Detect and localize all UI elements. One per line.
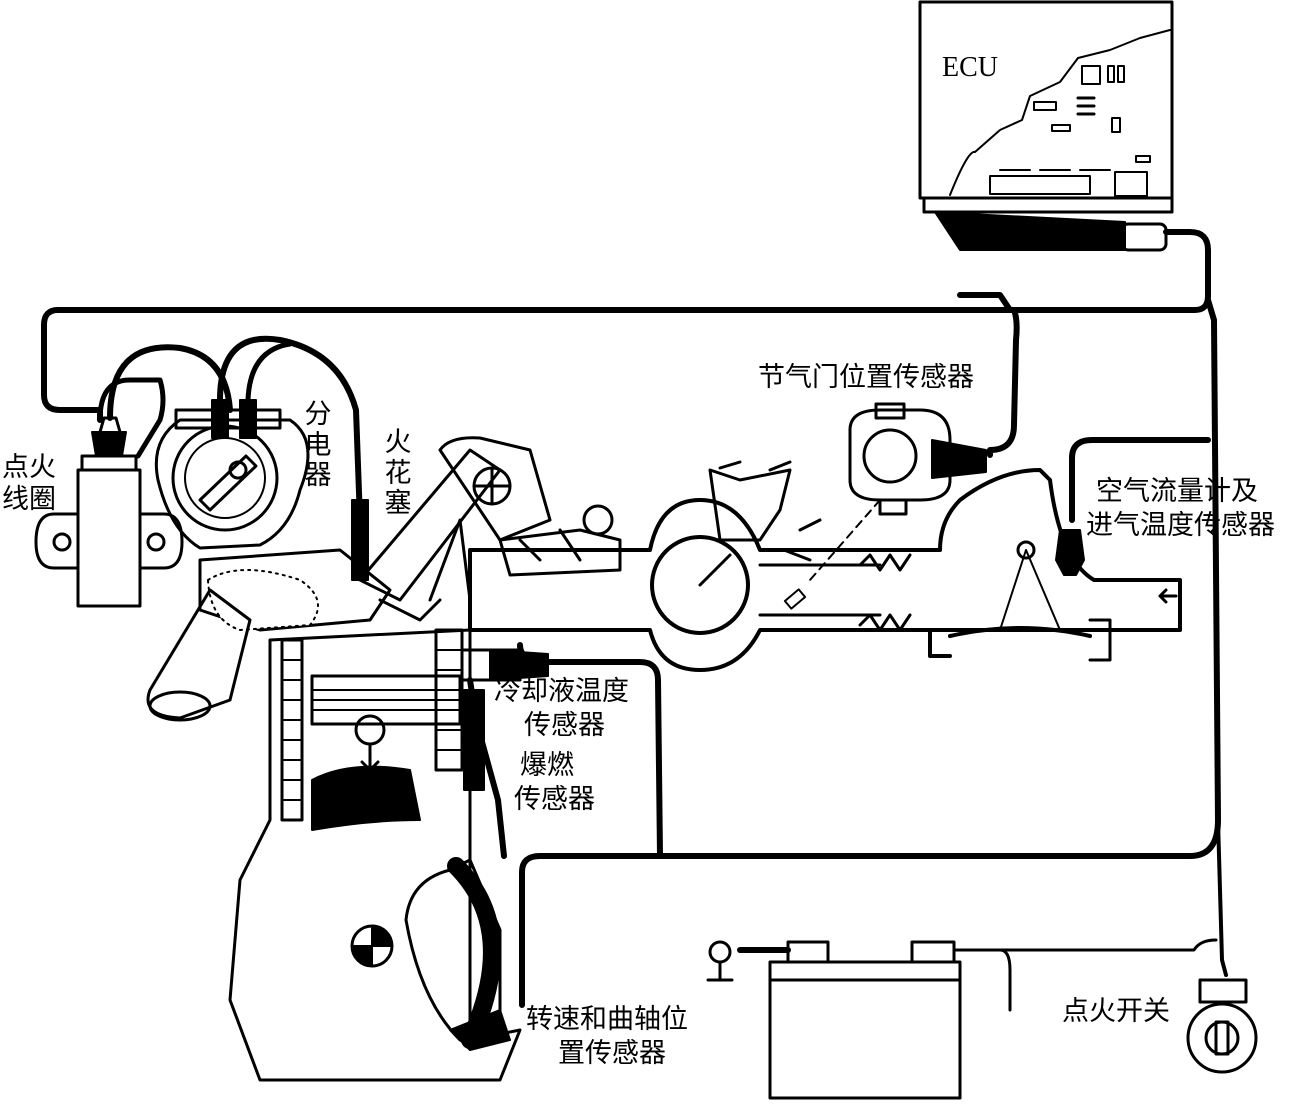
ignition-switch-label: 点火开关: [1062, 996, 1170, 1027]
distributor-label: 分电器: [304, 399, 332, 491]
intake-system: [468, 460, 1182, 672]
knock-sensor-label-line1: 爆燃: [520, 750, 574, 781]
ignition-switch-part: [1186, 978, 1258, 1074]
engine-block: [228, 628, 549, 1082]
throttle-position-sensor: [809, 402, 987, 581]
ecu-label: ECU: [942, 52, 998, 83]
airflow-label-line1: 空气流量计及: [1096, 476, 1258, 507]
ecu-unit: [918, 0, 1174, 252]
crank-sensor-label-line1: 转速和曲轴位: [526, 1004, 688, 1035]
battery: [706, 940, 1012, 1100]
throttle-sensor-label: 节气门位置传感器: [758, 362, 974, 393]
airflow-label-line2: 进气温度传感器: [1086, 510, 1275, 541]
spark-plug-label: 火花塞: [384, 427, 412, 519]
cylinder-head: [146, 436, 552, 722]
coolant-sensor-label-line2: 传感器: [524, 710, 605, 741]
coolant-sensor-label-line1: 冷却液温度: [494, 676, 629, 707]
distributor: [154, 335, 369, 581]
ignition-coil-label-line1: 点火: [2, 452, 56, 483]
knock-sensor-label-line2: 传感器: [514, 784, 595, 815]
ignition-coil-label-line2: 线圈: [2, 484, 56, 515]
crank-sensor-label-line2: 置传感器: [558, 1038, 666, 1069]
